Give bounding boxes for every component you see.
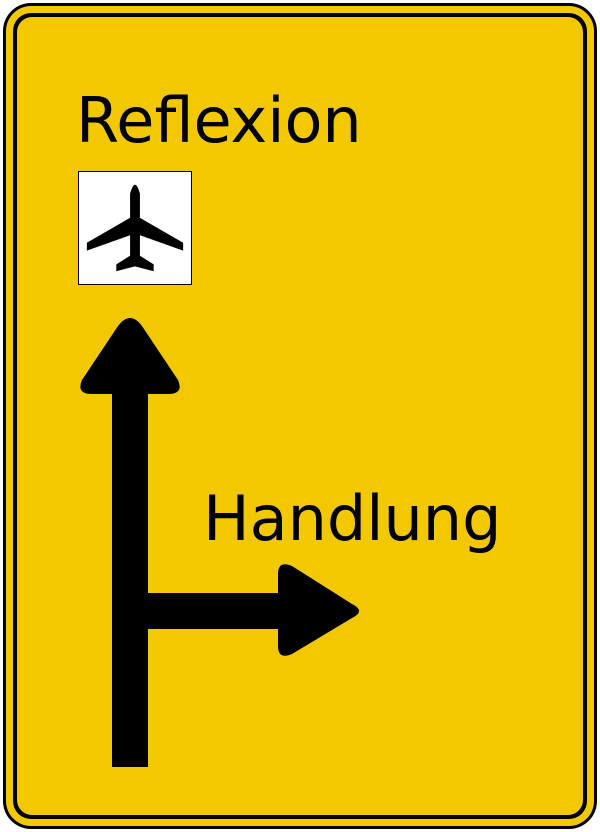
arrow-head-up [80, 318, 180, 394]
arrow-shaft-vertical [112, 392, 148, 767]
arrow-shaft-horizontal [148, 593, 294, 629]
destination-right-label: Handlung [203, 482, 502, 555]
airplane-icon [86, 184, 184, 272]
destination-top-label: Reflexion [76, 84, 362, 157]
airport-pictogram [78, 171, 192, 285]
arrow-head-right [278, 564, 359, 656]
